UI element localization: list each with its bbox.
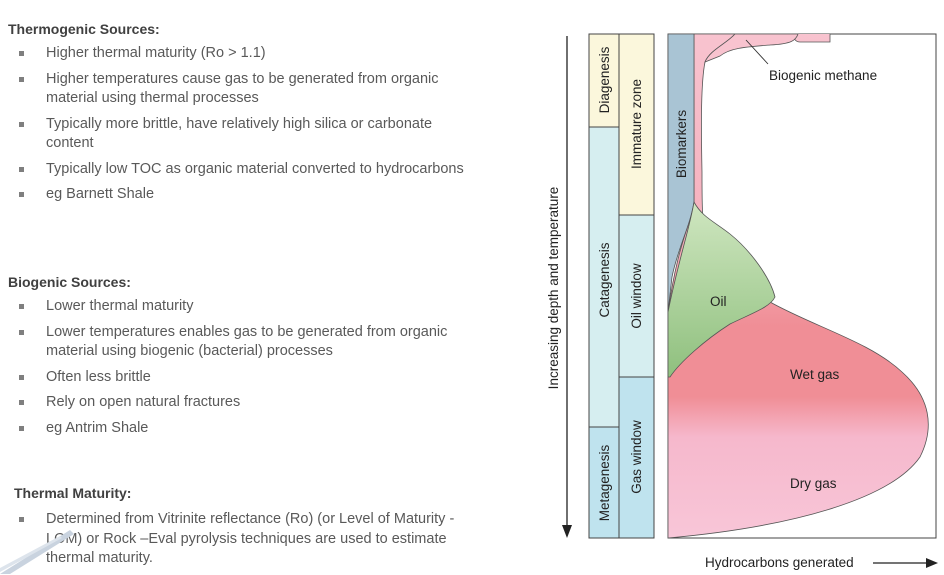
catagenesis-band [588, 126, 620, 428]
product-label-dry-gas: Dry gas [790, 476, 837, 491]
x-axis-arrowhead [926, 558, 938, 568]
stage-label-catagenesis: Catagenesis [597, 242, 612, 317]
y-axis-arrowhead [562, 525, 572, 538]
biogenic-methane-leader [745, 39, 769, 65]
oil-window-band [618, 214, 655, 378]
y-axis-label: Increasing depth and temperature [546, 187, 561, 390]
x-axis-label: Hydrocarbons generated [705, 555, 854, 570]
product-label-wet-gas: Wet gas [790, 367, 840, 382]
corner-decoration [0, 530, 74, 574]
list-item: eg Barnett Shale [8, 185, 468, 205]
oil-region [667, 200, 776, 378]
list-item: Often less brittle [8, 368, 468, 388]
list-item: Determined from Vitrinite reflectance (R… [8, 510, 478, 569]
hydrocarbon-generation-diagram: Increasing depth and temperature Diagene… [546, 33, 938, 570]
immature-zone-band [618, 33, 655, 216]
list-item: Typically low TOC as organic material co… [8, 160, 468, 180]
list-item: Higher temperatures cause gas to be gene… [8, 70, 468, 109]
product-label-oil: Oil [710, 294, 727, 309]
biogenic-heading: Biogenic Sources: [8, 274, 131, 290]
biogenic-methane-tail [704, 33, 799, 63]
thermal-maturity-heading: Thermal Maturity: [14, 485, 132, 501]
list-item: Lower thermal maturity [8, 297, 468, 317]
biomarkers-label: Biomarkers [674, 110, 689, 179]
metagenesis-band [588, 426, 620, 539]
list-item: Higher thermal maturity (Ro > 1.1) [8, 44, 468, 64]
stage-label-diagenesis: Diagenesis [597, 46, 612, 113]
zone-label-immature: Immature zone [629, 79, 644, 169]
zone-label-gas-window: Gas window [629, 420, 644, 494]
list-item: Typically more brittle, have relatively … [8, 115, 468, 154]
zone-label-oil-window: Oil window [629, 263, 644, 329]
thermogenic-list: Higher thermal maturity (Ro > 1.1) Highe… [8, 44, 468, 211]
product-label-biogenic-methane: Biogenic methane [769, 68, 877, 83]
list-item: Lower temperatures enables gas to be gen… [8, 323, 468, 362]
list-item: eg Antrim Shale [8, 419, 468, 439]
list-item: Rely on open natural fractures [8, 393, 468, 413]
biogenic-list: Lower thermal maturity Lower temperature… [8, 297, 468, 444]
diagenesis-band [588, 33, 620, 128]
thermal-maturity-list: Determined from Vitrinite reflectance (R… [8, 510, 478, 575]
stage-label-metagenesis: Metagenesis [597, 444, 612, 521]
thermogenic-heading: Thermogenic Sources: [8, 21, 160, 37]
gas-window-band [618, 376, 655, 539]
